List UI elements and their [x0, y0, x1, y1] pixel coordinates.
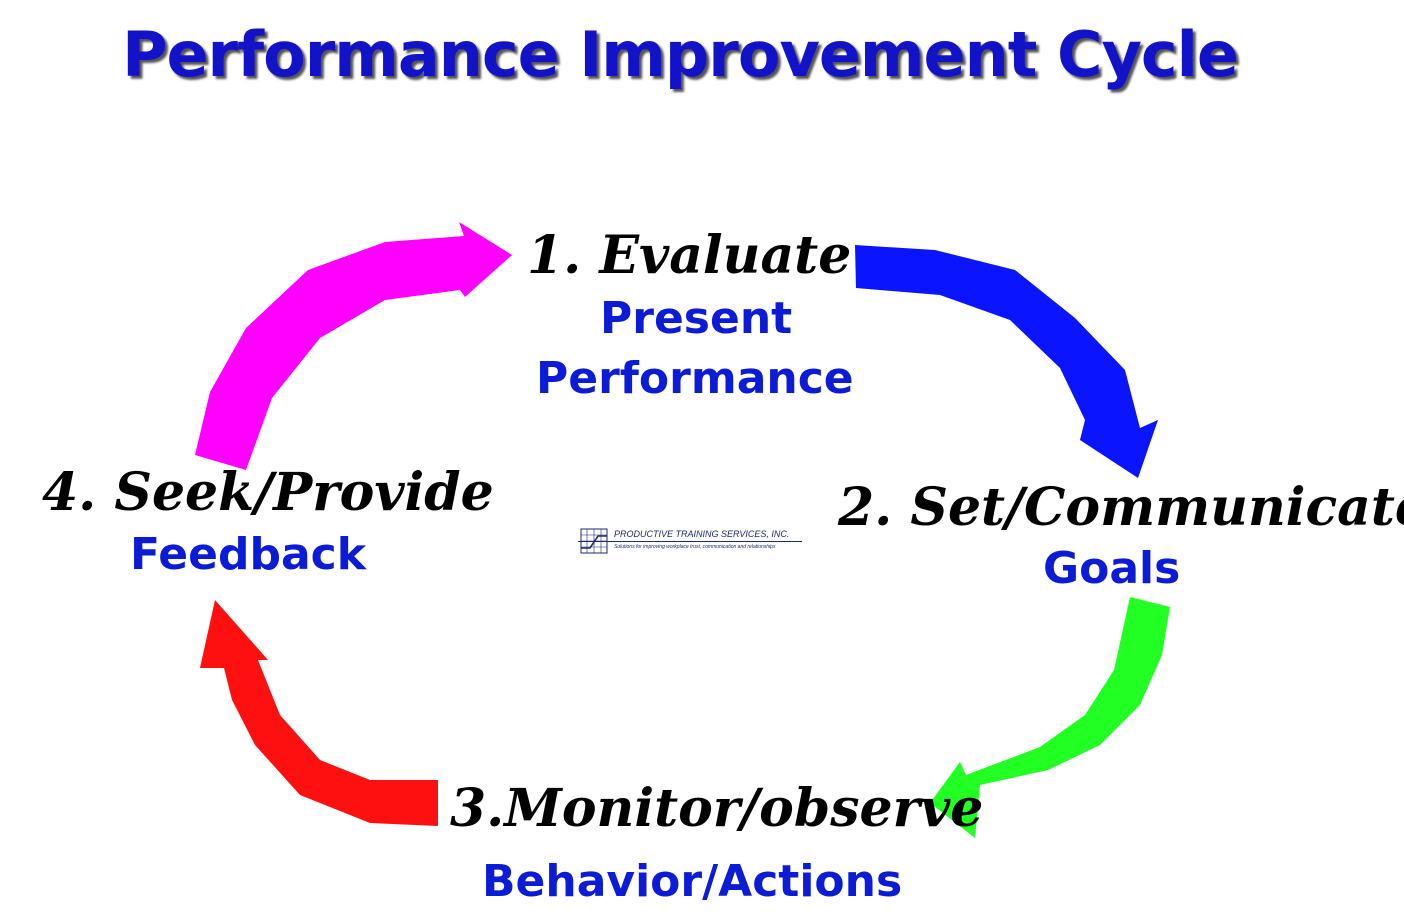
step-4-sub: Feedback: [130, 529, 366, 580]
step-3-sub: Behavior/Actions: [482, 856, 903, 907]
logo-company-name: PRODUCTIVE TRAINING SERVICES, INC.: [614, 529, 790, 539]
arrow-monitor-to-feedback: [200, 600, 438, 826]
step-2-sub: Goals: [1043, 543, 1181, 594]
arrow-goals-to-monitor: [930, 597, 1170, 838]
arrow-feedback-to-evaluate: [195, 222, 512, 470]
arrow-evaluate-to-goals: [855, 245, 1158, 478]
step-1-sub-line-2: Performance: [536, 353, 854, 404]
step-1-sub-line-1: Present: [600, 293, 793, 344]
step-1-label: 1. Evaluate: [527, 225, 852, 286]
step-4-label: 4. Seek/Provide: [42, 462, 494, 523]
company-logo: PRODUCTIVE TRAINING SERVICES, INC. Solut…: [578, 524, 804, 558]
step-2-label: 2. Set/Communicate: [838, 477, 1404, 538]
diagram-title: Performance Improvement Cycle: [122, 18, 1239, 91]
logo-rule: [578, 541, 802, 542]
logo-grid-icon: [580, 528, 608, 554]
step-3-label: 3.Monitor/observe: [450, 778, 984, 839]
logo-tagline: Solutions for improving workplace trust,…: [614, 544, 776, 550]
